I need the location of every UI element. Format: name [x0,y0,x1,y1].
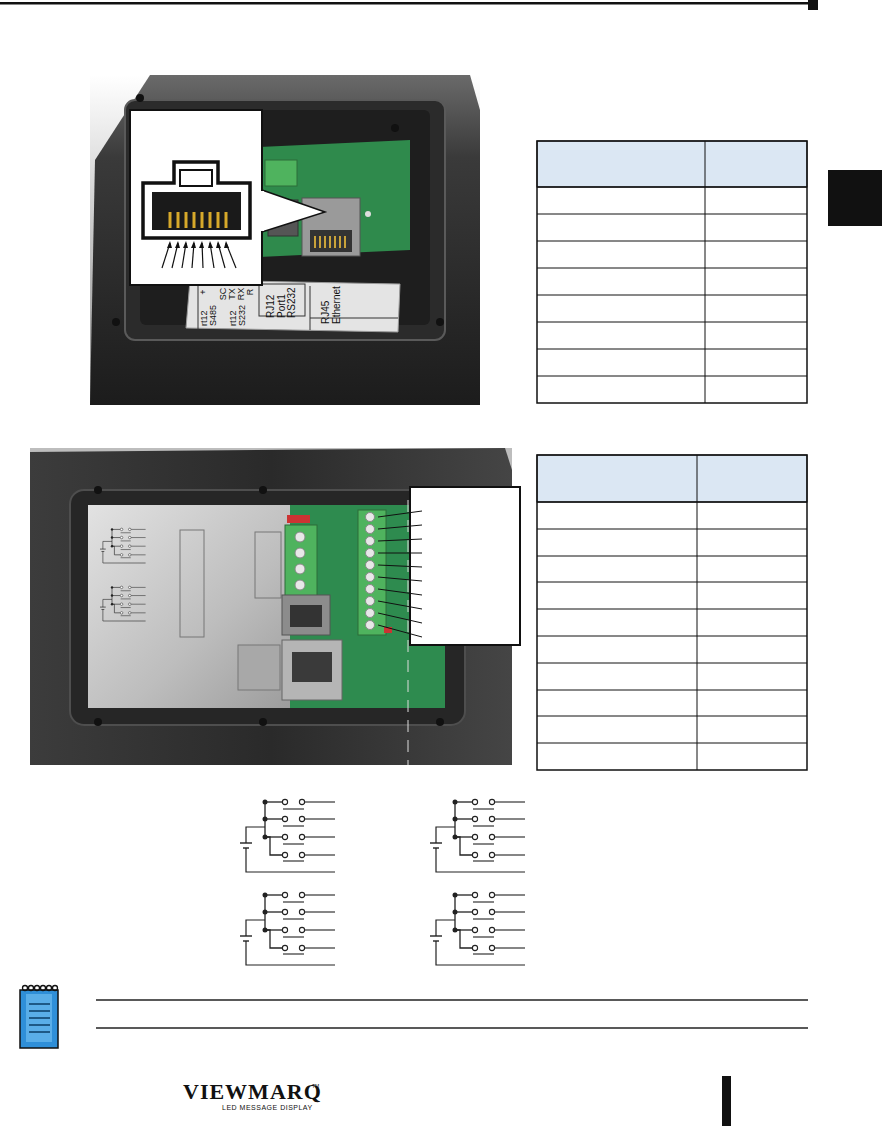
logo-text: VIEWMARQ [183,1080,322,1103]
rear-photo-rj45 [90,75,480,405]
port-label: RJ45 Ethernet [321,280,342,324]
note-rule [96,1027,808,1029]
terminal-label: R [246,289,255,296]
trademark: TM [312,1084,319,1089]
port-label: rt12 S232 [229,300,248,326]
note-rule [96,999,808,1001]
logo-subtitle: LED MESSAGE DISPLAY [222,1104,313,1111]
terminal-label: + [199,289,208,294]
port-label: RJ12 Port1 RS232 [266,284,298,318]
note-icon [20,986,58,1049]
chapter-tab [828,170,882,226]
pinout-table-blank [537,141,807,403]
top-rule [0,2,812,5]
footer-bar [722,1076,731,1126]
port-label: rt12 S485 [200,300,219,326]
terminal-table-blank [537,455,807,770]
rear-photo-terminals [30,448,520,765]
switch-symbol [100,586,146,621]
switch-symbol [100,528,146,563]
switch-wiring-diagrams [240,799,525,965]
top-rule-end [808,0,818,10]
